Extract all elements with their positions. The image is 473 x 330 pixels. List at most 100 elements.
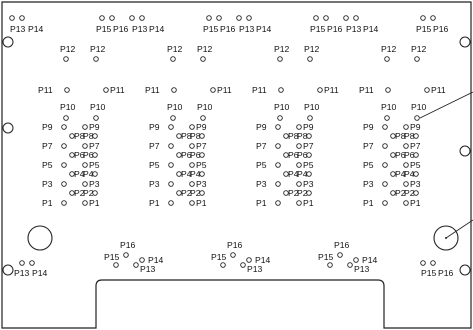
group-2-pad-p7b (189, 143, 195, 149)
group-1-label-p16: P16 (113, 24, 129, 34)
group-1-pad-p14b (139, 15, 145, 21)
group-4-label-p11a: P11 (359, 85, 374, 95)
group-2-label-p12a: P12 (167, 44, 183, 54)
group-4-label-p3b: P3 (410, 179, 421, 189)
bottom-3-pad-p13 (347, 262, 353, 268)
group-2-pad-p3a (168, 181, 174, 187)
group-2-label-p6a: P6 (181, 150, 192, 160)
group-2-label-p9b: P9 (196, 122, 207, 132)
group-3-label-p3: P3 (256, 179, 267, 189)
group-2-pad-p1b (189, 200, 195, 206)
group-2-pad-p2a (176, 190, 182, 196)
corner-left-label-p13: P13 (14, 268, 30, 278)
group-1-pad-p7a (61, 143, 67, 149)
bottom-1-pad-p16 (123, 252, 129, 258)
group-2-pad-p9b (189, 124, 195, 130)
group-3-label-p5: P5 (256, 160, 267, 170)
corner-right-label-p15: P15 (421, 268, 437, 278)
group-4-pad-p1b (403, 200, 409, 206)
bottom-2-pad-p15 (220, 262, 226, 268)
group-4-pad-p3a (382, 181, 388, 187)
group-1-label-p2a: P2 (74, 188, 85, 198)
group-2-pad-p10b (200, 115, 206, 121)
group-4-label-p15: P15 (416, 24, 432, 34)
group-4-label-p8b: P8 (404, 131, 415, 141)
group-4-pad-p4b (413, 171, 419, 177)
group-1-pad-p16 (109, 15, 115, 21)
group-3-pad-p6a (283, 152, 289, 158)
group-1-pad-p14 (19, 15, 25, 21)
group-3-label-p4b: P4 (297, 169, 308, 179)
group-1-pad-p3b (82, 181, 88, 187)
group-3-pad-p1a (275, 200, 281, 206)
bottom-1-pad-p13 (133, 262, 139, 268)
group-4-pad-p1a (382, 200, 388, 206)
group-4-label-p4b: P4 (404, 169, 415, 179)
edge-hole-mid-right (459, 145, 471, 157)
group-2-label-p2a: P2 (181, 188, 192, 198)
group-2-label-p16: P16 (220, 24, 236, 34)
group-4-label-p9: P9 (363, 122, 374, 132)
bottom-2-pad-p14 (246, 257, 252, 263)
bottom-2-label-p16: P16 (227, 240, 243, 250)
corner-left-label-p14: P14 (32, 268, 48, 278)
group-1-pad-p5a (61, 162, 67, 168)
group-2-label-p8a: P8 (181, 131, 192, 141)
group-3-pad-p12b (307, 56, 313, 62)
group-3-label-p13b: P13 (346, 24, 362, 34)
bottom-2-label-p14: P14 (255, 255, 271, 265)
group-4-label-p1: P1 (363, 198, 374, 208)
group-3-pad-p10a (277, 115, 283, 121)
mounting-hole-right (433, 225, 459, 251)
group-1-pad-p12a (63, 56, 69, 62)
group-2-pad-p11b (210, 87, 216, 93)
group-2-label-p5b: P5 (196, 160, 207, 170)
group-2-pad-p2b (199, 190, 205, 196)
group-2-pad-p8a (176, 133, 182, 139)
group-3-pad-p9a (275, 124, 281, 130)
group-2-pad-p15 (206, 15, 212, 21)
group-3-label-p2b: P2 (297, 188, 308, 198)
group-1-pad-p10b (93, 115, 99, 121)
group-4-pad-p7a (382, 143, 388, 149)
group-1-label-p7: P7 (42, 141, 53, 151)
group-3-label-p14b: P14 (363, 24, 379, 34)
group-1-pad-p2a (69, 190, 75, 196)
group-1-pad-p15 (99, 15, 105, 21)
group-1-pad-p9b (82, 124, 88, 130)
group-3-label-p2a: P2 (288, 188, 299, 198)
group-4-pad-p8b (413, 133, 419, 139)
group-4-pad-p2a (390, 190, 396, 196)
group-1-pad-p10a (63, 115, 69, 121)
group-1-label-p14b: P14 (149, 24, 165, 34)
bottom-1-label-p14: P14 (148, 255, 164, 265)
edge-hole-bottom-right (459, 264, 471, 276)
group-2-pad-p1a (168, 200, 174, 206)
group-4-label-p1b: P1 (410, 198, 421, 208)
corner-right-label-p16: P16 (438, 268, 454, 278)
group-1-pad-p8b (92, 133, 98, 139)
group-3-pad-p5a (275, 162, 281, 168)
group-4-label-p6a: P6 (395, 150, 406, 160)
group-3-label-p12a: P12 (274, 44, 290, 54)
group-4-label-p10b: P10 (411, 102, 427, 112)
bottom-2-pad-p16 (230, 252, 236, 258)
group-2-pad-p16 (216, 15, 222, 21)
group-3-pad-p11a (278, 87, 284, 93)
group-2-label-p12b: P12 (197, 44, 213, 54)
bottom-3-label-p15: P15 (318, 252, 334, 262)
group-1-pad-p3a (61, 181, 67, 187)
group-2-label-p3: P3 (149, 179, 160, 189)
group-1-label-p8b: P8 (83, 131, 94, 141)
group-1-label-p13b: P13 (132, 24, 148, 34)
group-1-pad-p13 (9, 15, 15, 21)
group-4-label-p3: P3 (363, 179, 374, 189)
group-1-pad-p4b (92, 171, 98, 177)
group-2-label-p13b: P13 (239, 24, 255, 34)
group-3-label-p3b: P3 (303, 179, 314, 189)
group-1-label-p4b: P4 (83, 169, 94, 179)
group-2-pad-p6a (176, 152, 182, 158)
group-1-label-p5b: P5 (89, 160, 100, 170)
group-2-label-p6b: P6 (190, 150, 201, 160)
group-3-pad-p7a (275, 143, 281, 149)
